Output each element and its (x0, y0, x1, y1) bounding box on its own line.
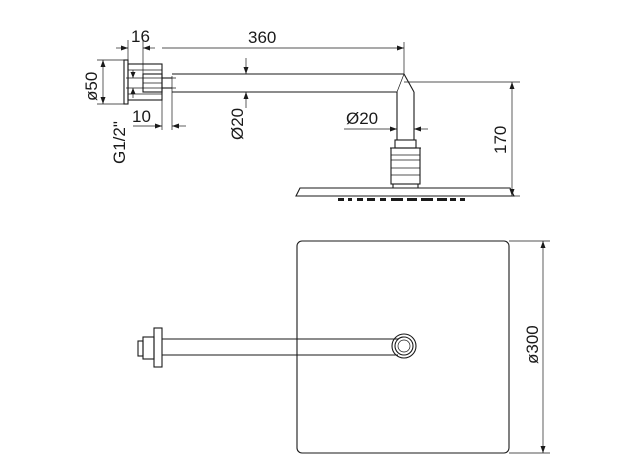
shower-arm-top (162, 338, 398, 356)
arm-length-label: 360 (248, 28, 276, 47)
nozzle-row (338, 198, 465, 201)
flange-diameter-label: ø50 (82, 72, 101, 101)
drop-diameter-label: Ø20 (346, 109, 378, 128)
shower-head-side (295, 187, 515, 201)
head-size-label: ø300 (523, 325, 542, 364)
dimension-arm-length: 360 (162, 28, 405, 74)
height-label: 170 (491, 126, 510, 154)
wall-offset-label: 10 (132, 107, 151, 126)
arm-diameter-label: Ø20 (228, 108, 247, 140)
shower-arm-side (172, 73, 415, 140)
wall-flange-side (123, 59, 129, 105)
dimension-flange-depth: 16 (116, 27, 155, 74)
top-view: ø300 (137, 240, 550, 454)
dimension-arm-diameter: Ø20 (228, 58, 249, 140)
dimension-head-size: ø300 (509, 240, 550, 454)
wall-flange-top (137, 327, 163, 368)
flange-depth-label: 16 (131, 27, 150, 46)
dimension-drop-diameter: Ø20 (344, 109, 428, 132)
joint-top (391, 333, 417, 359)
dimension-wall-offset: 10 (132, 92, 186, 130)
dimension-thread: G1/2" (110, 70, 176, 164)
shower-head-joint-side (390, 139, 421, 189)
dimension-flange-diameter: ø50 (82, 59, 124, 105)
dimension-height: 170 (404, 81, 520, 197)
side-view: 16 360 ø50 G1/2" (82, 27, 520, 201)
shower-head-top (296, 240, 510, 454)
thread-label: G1/2" (110, 121, 129, 164)
